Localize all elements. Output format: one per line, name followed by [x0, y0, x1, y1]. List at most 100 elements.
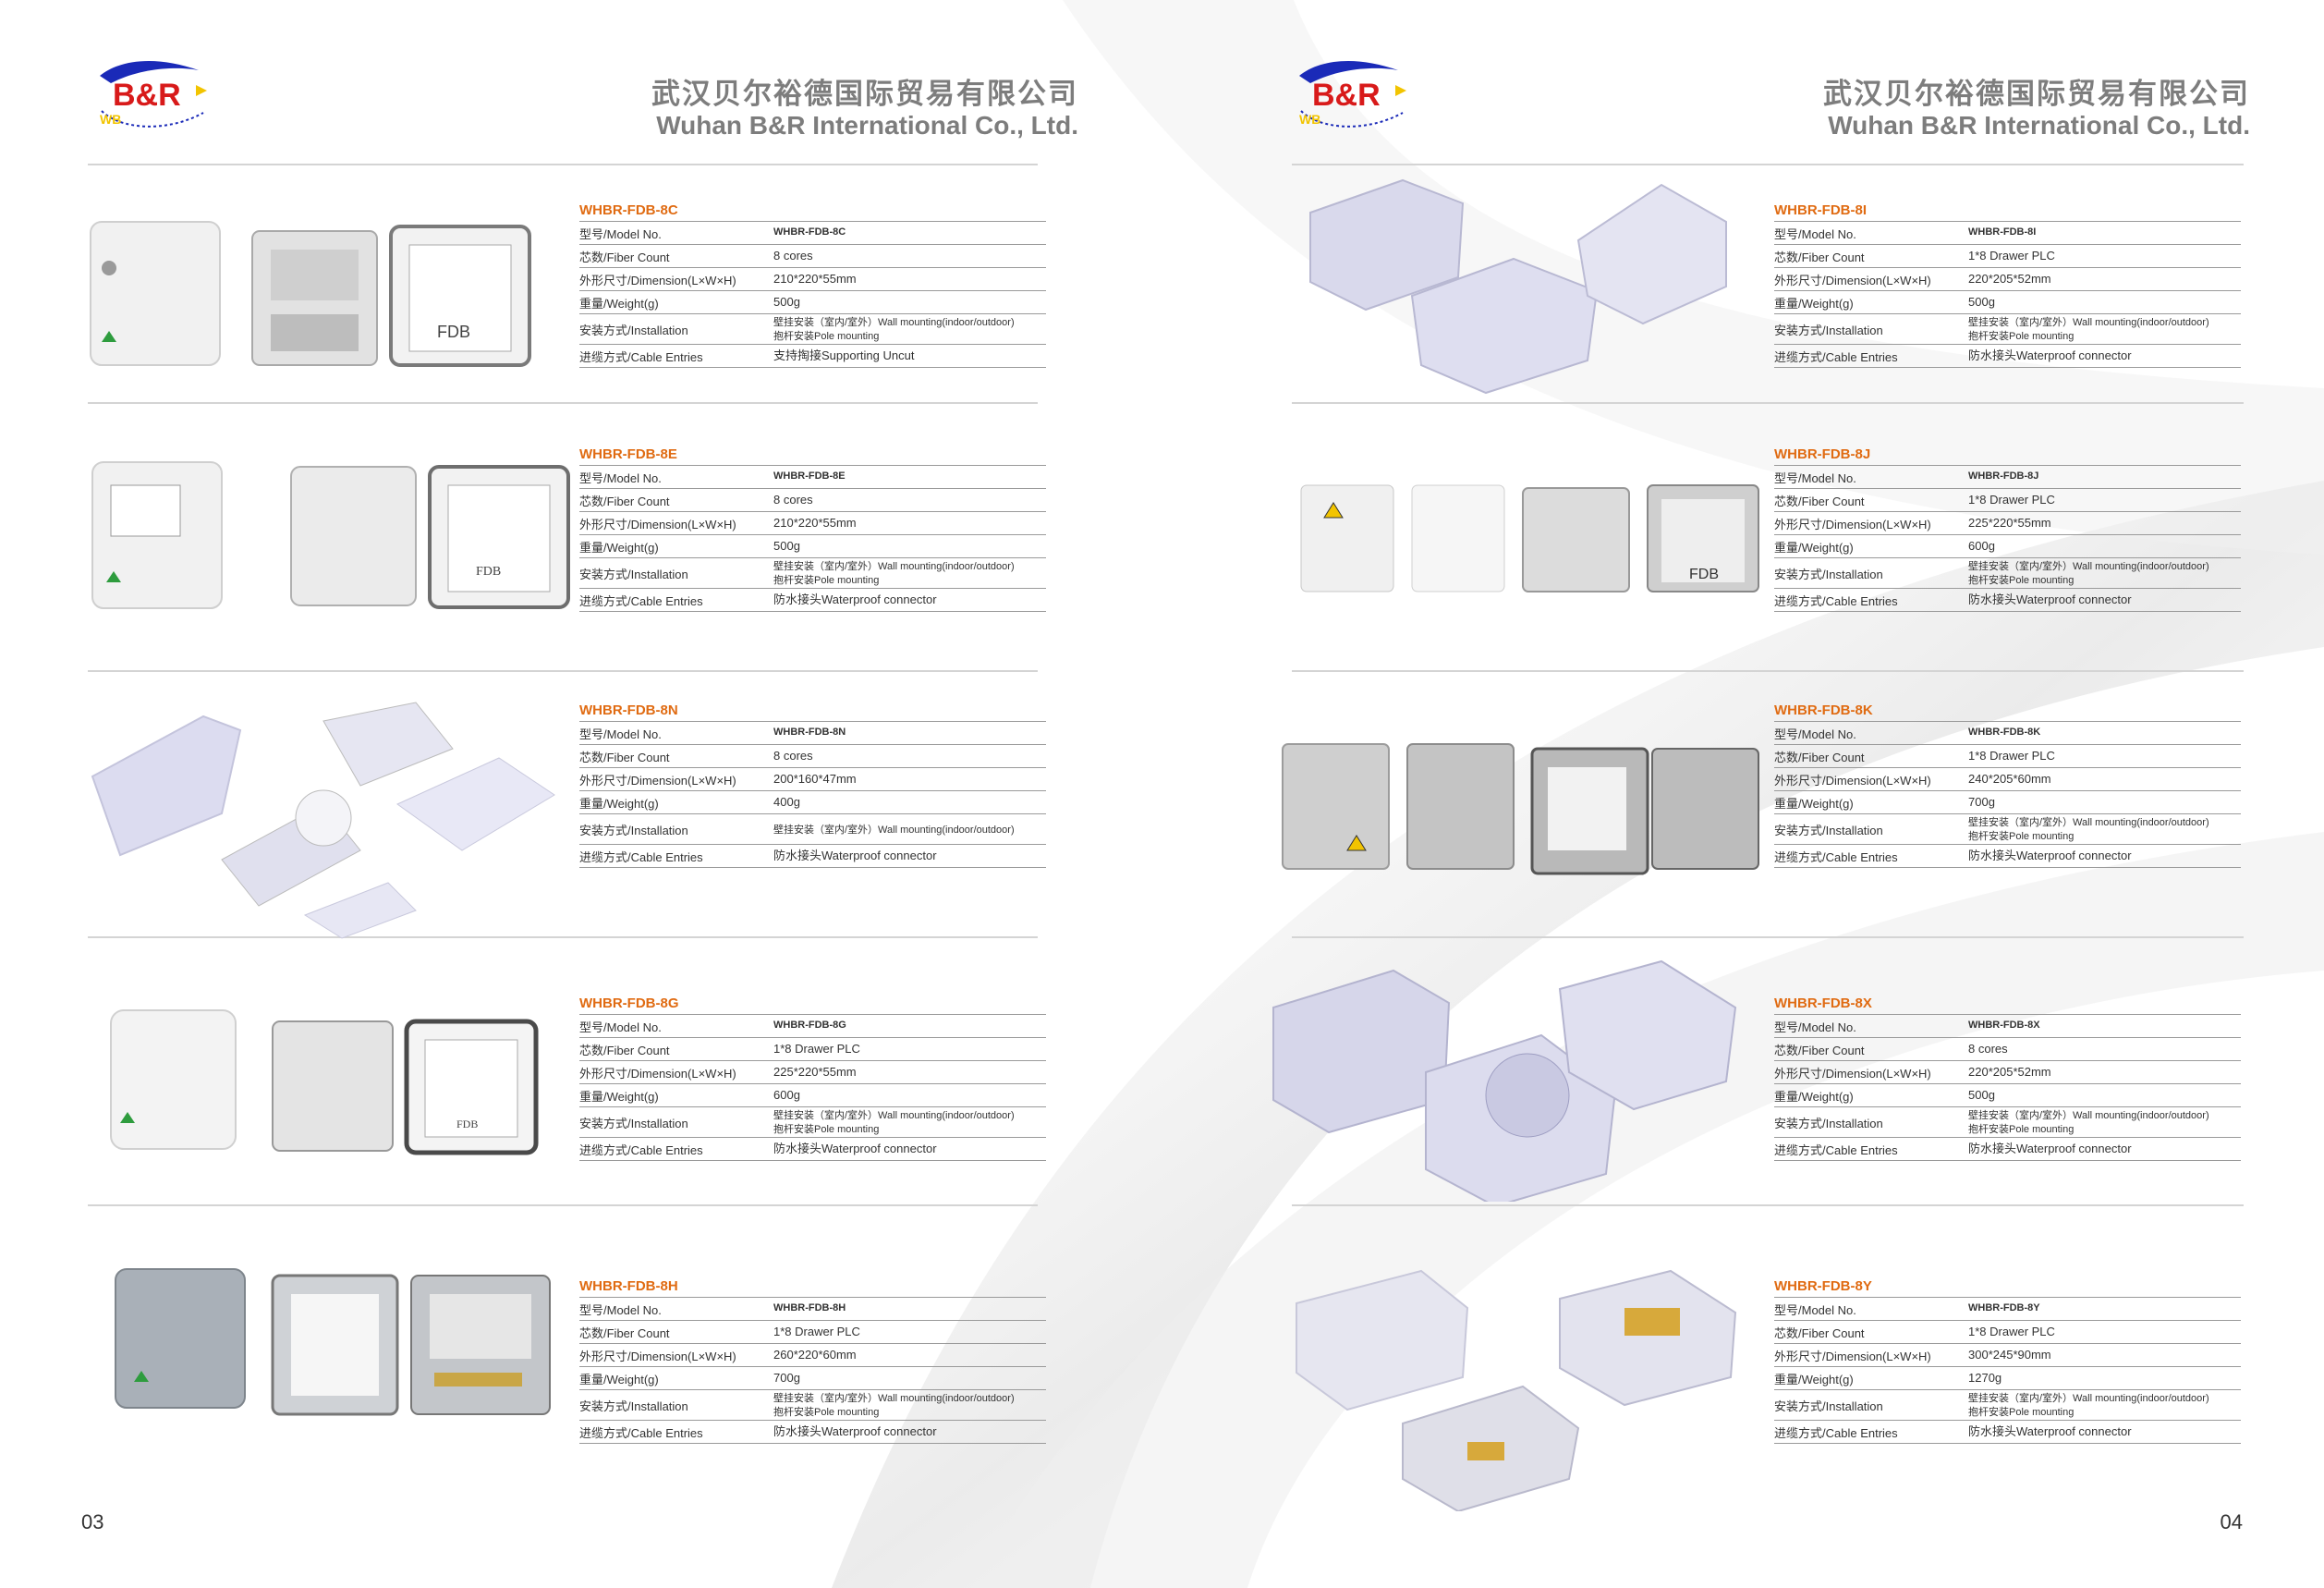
spec-row-model: 型号/Model No.WHBR-FDB-8Y [1774, 1298, 2241, 1321]
product-title: WHBR-FDB-8H [579, 1275, 1046, 1298]
divider [88, 164, 1038, 165]
logo-text: B&R [1312, 78, 1381, 113]
divider [1292, 1204, 2244, 1206]
product-image: FDB [90, 221, 531, 367]
spec-row-weight: 重量/Weight(g)500g [1774, 1084, 2241, 1107]
product-image [91, 702, 555, 939]
product-title: WHBR-FDB-8E [579, 443, 1046, 466]
product-image: FDB [1300, 484, 1759, 592]
product-image [1309, 178, 1727, 395]
divider [88, 936, 1038, 938]
divider [1292, 670, 2244, 672]
image-label: FDB [456, 1118, 478, 1130]
company-name-en: Wuhan B&R International Co., Ltd. [656, 111, 1078, 140]
divider [88, 1204, 1038, 1206]
company-name-cn: 武汉贝尔裕德国际贸易有限公司 [651, 78, 1078, 111]
spec-table: WHBR-FDB-8Y 型号/Model No.WHBR-FDB-8Y 芯数/F… [1774, 1275, 2241, 1444]
spec-row-dimension: 外形尺寸/Dimension(L×W×H)210*220*55mm [579, 268, 1046, 291]
product-title: WHBR-FDB-8G [579, 992, 1046, 1015]
br-logo-icon: B&R WB [1299, 60, 1406, 128]
logo-sub: WB [100, 112, 121, 127]
product-title: WHBR-FDB-8J [1774, 443, 2241, 466]
spec-table: WHBR-FDB-8H 型号/Model No.WHBR-FDB-8H 芯数/F… [579, 1275, 1046, 1444]
company-name-en: Wuhan B&R International Co., Ltd. [1828, 111, 2250, 140]
page-number: 03 [81, 1510, 104, 1533]
product-image [1272, 959, 1737, 1202]
spec-row-dimension: 外形尺寸/Dimension(L×W×H)210*220*55mm [579, 512, 1046, 535]
divider [1292, 402, 2244, 404]
image-label: FDB [437, 323, 470, 341]
spec-row-weight: 重量/Weight(g)700g [1774, 791, 2241, 814]
spec-row-weight: 重量/Weight(g)600g [579, 1084, 1046, 1107]
spec-row-weight: 重量/Weight(g)1270g [1774, 1367, 2241, 1390]
spec-row-model: 型号/Model No.WHBR-FDB-8N [579, 722, 1046, 745]
spec-table: WHBR-FDB-8G 型号/Model No.WHBR-FDB-8G 芯数/F… [579, 992, 1046, 1161]
product-title: WHBR-FDB-8N [579, 699, 1046, 722]
image-label: FDB [1689, 567, 1719, 582]
spec-row-model: 型号/Model No.WHBR-FDB-8K [1774, 722, 2241, 745]
spec-row-dimension: 外形尺寸/Dimension(L×W×H)240*205*60mm [1774, 768, 2241, 791]
product-title: WHBR-FDB-8I [1774, 199, 2241, 222]
spec-row-dimension: 外形尺寸/Dimension(L×W×H)300*245*90mm [1774, 1344, 2241, 1367]
spec-row-model: 型号/Model No.WHBR-FDB-8H [579, 1298, 1046, 1321]
logo-text: B&R [113, 78, 181, 113]
spec-row-weight: 重量/Weight(g)600g [1774, 535, 2241, 558]
spec-table: WHBR-FDB-8J 型号/Model No.WHBR-FDB-8J 芯数/F… [1774, 443, 2241, 612]
spec-row-model: 型号/Model No.WHBR-FDB-8J [1774, 466, 2241, 489]
page-number: 04 [2220, 1510, 2243, 1533]
spec-row-dimension: 外形尺寸/Dimension(L×W×H)220*205*52mm [1774, 1061, 2241, 1084]
company-header: 武汉贝尔裕德国际贸易有限公司 Wuhan B&R International C… [651, 78, 1078, 140]
spec-row-dimension: 外形尺寸/Dimension(L×W×H)225*220*55mm [1774, 512, 2241, 535]
spec-table: WHBR-FDB-8I 型号/Model No.WHBR-FDB-8I 芯数/F… [1774, 199, 2241, 368]
spec-row-weight: 重量/Weight(g)400g [579, 791, 1046, 814]
spec-table: WHBR-FDB-8X 型号/Model No.WHBR-FDB-8X 芯数/F… [1774, 992, 2241, 1161]
spec-row-dimension: 外形尺寸/Dimension(L×W×H)260*220*60mm [579, 1344, 1046, 1367]
spec-row-weight: 重量/Weight(g)500g [579, 291, 1046, 314]
product-title: WHBR-FDB-8X [1774, 992, 2241, 1015]
page-left: B&R WB 武汉贝尔裕德国际贸易有限公司 Wuhan B&R Internat… [81, 60, 1078, 1533]
product-image: FDB [110, 1009, 539, 1155]
spec-table: WHBR-FDB-8N 型号/Model No.WHBR-FDB-8N 芯数/F… [579, 699, 1046, 868]
spec-row-dimension: 外形尺寸/Dimension(L×W×H)225*220*55mm [579, 1061, 1046, 1084]
spec-row-weight: 重量/Weight(g)500g [1774, 291, 2241, 314]
spec-row-weight: 重量/Weight(g)700g [579, 1367, 1046, 1390]
divider [88, 402, 1038, 404]
product-title: WHBR-FDB-8Y [1774, 1275, 2241, 1298]
product-image [1282, 743, 1759, 875]
image-label: FDB [476, 565, 501, 579]
spec-row-model: 型号/Model No.WHBR-FDB-8I [1774, 222, 2241, 245]
spec-table: WHBR-FDB-8K 型号/Model No.WHBR-FDB-8K 芯数/F… [1774, 699, 2241, 868]
spec-row-model: 型号/Model No.WHBR-FDB-8E [579, 466, 1046, 489]
spec-row-dimension: 外形尺寸/Dimension(L×W×H)200*160*47mm [579, 768, 1046, 791]
spec-row-model: 型号/Model No.WHBR-FDB-8X [1774, 1015, 2241, 1038]
divider [1292, 936, 2244, 938]
